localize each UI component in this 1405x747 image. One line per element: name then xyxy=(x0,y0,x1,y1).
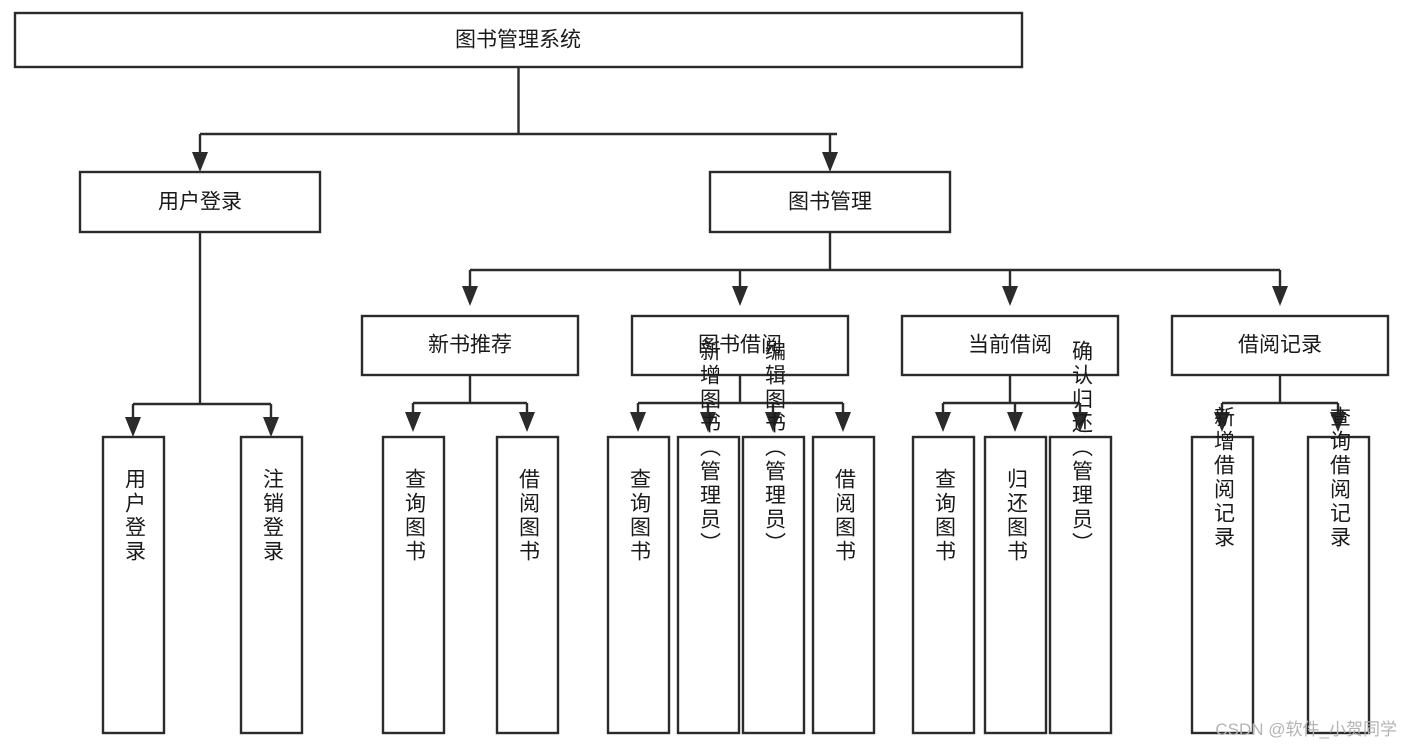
leaf-edit-book-box[interactable] xyxy=(741,435,806,735)
arrow-cb-d1 xyxy=(935,412,951,432)
node-book-borrow[interactable]: 图书借阅 xyxy=(630,314,850,377)
leaf-edit-book[interactable]: 编辑图书（管理员） xyxy=(741,340,806,735)
connector-group-new-book-rec xyxy=(405,375,535,432)
arrow-root-to-user-login xyxy=(192,152,208,172)
leaf-user-login-label: 用户登录 xyxy=(123,468,147,564)
leaf-query-book-1-label: 查询图书 xyxy=(403,468,427,564)
leaf-add-book[interactable]: 新增图书（管理员） xyxy=(676,340,741,735)
connector-group-borrow-record xyxy=(1214,375,1346,432)
node-current-borrow-box[interactable] xyxy=(900,314,1120,377)
node-root-box[interactable] xyxy=(13,11,1024,69)
node-root[interactable]: 图书管理系统 xyxy=(13,11,1024,69)
leaf-add-record-label: 新增借阅记录 xyxy=(1212,406,1236,550)
leaf-borrow-book-2[interactable]: 借阅图书 xyxy=(811,435,876,735)
leaf-user-login-box[interactable] xyxy=(101,435,166,735)
leaf-confirm-return-box[interactable] xyxy=(1048,435,1113,735)
leaf-user-login[interactable]: 用户登录 xyxy=(101,435,166,735)
arrow-bb-d4 xyxy=(835,412,851,432)
node-new-book-rec-box[interactable] xyxy=(360,314,580,377)
leaf-query-book-1-box[interactable] xyxy=(381,435,446,735)
connector-group-book-manage xyxy=(462,232,1288,306)
leaf-query-book-3-label: 查询图书 xyxy=(933,468,957,564)
leaf-edit-book-label: 编辑图书（管理员） xyxy=(763,340,787,556)
leaf-query-record-label: 查询借阅记录 xyxy=(1328,406,1352,550)
node-current-borrow-label: 当前借阅 xyxy=(968,334,1052,357)
node-book-manage-box[interactable] xyxy=(708,170,952,234)
leaf-query-book-2[interactable]: 查询图书 xyxy=(606,435,671,735)
arrow-user-login-d2 xyxy=(263,417,279,437)
leaf-return-book-label: 归还图书 xyxy=(1005,468,1029,564)
node-user-login[interactable]: 用户登录 xyxy=(78,170,322,234)
arrow-root-to-book-manage xyxy=(822,152,838,172)
connector-group-book-borrow xyxy=(630,375,851,432)
arrow-cb-d2 xyxy=(1007,412,1023,432)
leaf-confirm-return[interactable]: 确认归还（管理员） xyxy=(1048,340,1113,735)
leaf-add-record-box[interactable] xyxy=(1190,435,1255,735)
leaf-borrow-book-1[interactable]: 借阅图书 xyxy=(495,435,560,735)
arrow-bm-to-new-book-rec xyxy=(462,286,478,306)
leaf-borrow-book-2-box[interactable] xyxy=(811,435,876,735)
leaf-query-record-box[interactable] xyxy=(1306,435,1371,735)
leaf-query-book-2-label: 查询图书 xyxy=(628,468,652,564)
arrow-nbr-d2 xyxy=(519,412,535,432)
node-new-book-rec-label: 新书推荐 xyxy=(428,334,512,357)
node-book-borrow-label: 图书借阅 xyxy=(698,334,782,357)
arrow-bm-to-borrow-record xyxy=(1272,286,1288,306)
node-borrow-record[interactable]: 借阅记录 xyxy=(1170,314,1390,377)
node-book-manage-label: 图书管理 xyxy=(788,191,872,214)
leaf-logout-box[interactable] xyxy=(239,435,304,735)
csdn-watermark: CSDN @软件_小贺同学 xyxy=(1215,720,1397,739)
arrow-nbr-d1 xyxy=(405,412,421,432)
leaf-add-book-box[interactable] xyxy=(676,435,741,735)
leaf-query-book-3[interactable]: 查询图书 xyxy=(911,435,976,735)
arrow-bm-to-book-borrow xyxy=(732,286,748,306)
arrow-bb-d1 xyxy=(630,412,646,432)
node-user-login-box[interactable] xyxy=(78,170,322,234)
node-book-manage[interactable]: 图书管理 xyxy=(708,170,952,234)
leaf-borrow-book-2-label: 借阅图书 xyxy=(833,468,857,564)
leaf-add-record[interactable]: 新增借阅记录 xyxy=(1190,406,1255,735)
node-borrow-record-label: 借阅记录 xyxy=(1238,334,1322,357)
leaf-add-book-label: 新增图书（管理员） xyxy=(698,340,722,556)
leaf-query-book-3-box[interactable] xyxy=(911,435,976,735)
leaf-return-book[interactable]: 归还图书 xyxy=(983,435,1048,735)
leaf-query-record[interactable]: 查询借阅记录 xyxy=(1306,406,1371,735)
leaf-logout[interactable]: 注销登录 xyxy=(239,435,304,735)
leaf-borrow-book-1-label: 借阅图书 xyxy=(517,468,541,564)
node-user-login-label: 用户登录 xyxy=(158,191,242,214)
leaf-confirm-return-label: 确认归还（管理员） xyxy=(1070,340,1094,556)
node-borrow-record-box[interactable] xyxy=(1170,314,1390,377)
node-new-book-rec[interactable]: 新书推荐 xyxy=(360,314,580,377)
leaf-logout-label: 注销登录 xyxy=(261,468,285,564)
node-current-borrow[interactable]: 当前借阅 xyxy=(900,314,1120,377)
arrow-bm-to-current-borrow xyxy=(1002,286,1018,306)
connector-group-root xyxy=(192,67,838,172)
leaf-borrow-book-1-box[interactable] xyxy=(495,435,560,735)
leaf-query-book-1[interactable]: 查询图书 xyxy=(381,435,446,735)
node-root-label: 图书管理系统 xyxy=(455,29,581,52)
arrow-user-login-d1 xyxy=(125,417,141,437)
node-book-borrow-box[interactable] xyxy=(630,314,850,377)
leaf-return-book-box[interactable] xyxy=(983,435,1048,735)
connector-group-user-login xyxy=(125,232,279,437)
connector-group-current-borrow xyxy=(935,375,1088,432)
leaf-query-book-2-box[interactable] xyxy=(606,435,671,735)
